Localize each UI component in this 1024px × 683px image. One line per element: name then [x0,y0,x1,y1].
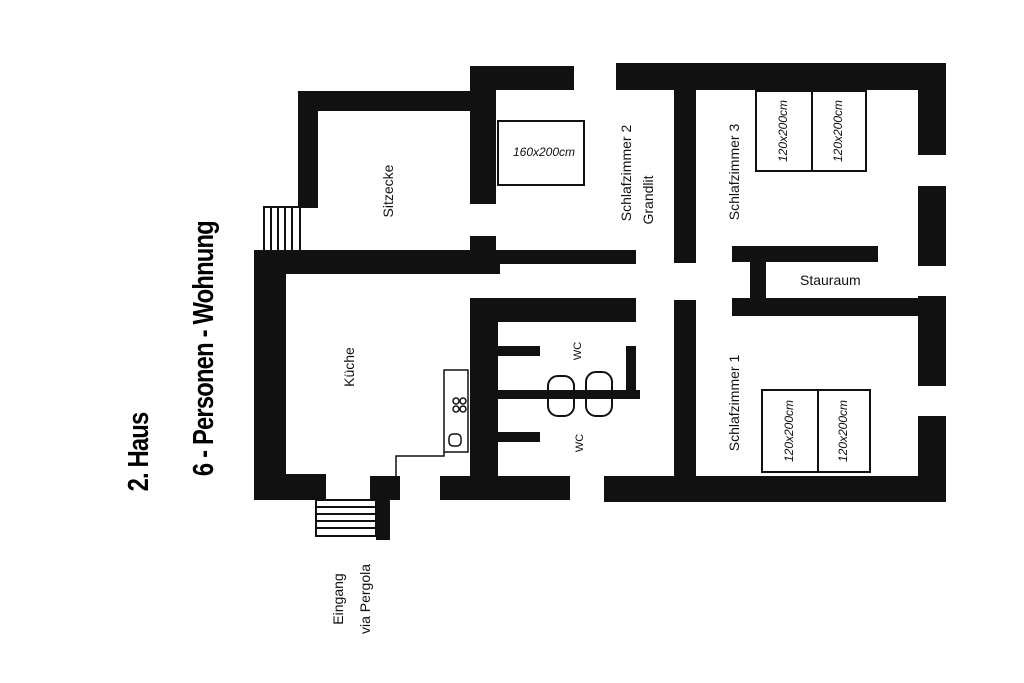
entrance-label-line-2: via Pergola [357,563,373,635]
kitchen-counter [395,369,469,476]
toilets [547,371,613,417]
room-label-kueche: Küche [341,347,357,387]
wall-stauraum-bottom [732,298,946,316]
wall-bottom-right [604,476,946,502]
room-label-sitzecke: Sitzecke [380,164,396,218]
wall-center-lower [674,300,696,476]
bed-label-sz1-a: 120x200cm [782,399,796,463]
room-label-schlafzimmer-3: Schlafzimmer 3 [726,123,742,221]
wall-wc-top [470,298,636,322]
bed-label-sz3-a: 120x200cm [776,99,790,163]
wc-stub-3 [626,346,636,390]
wall-top-right-segment [616,63,946,90]
room-label-grandlit: Grandlit [640,175,656,225]
wall-right-4 [918,416,946,502]
entrance-label-line-1: Eingang [330,573,346,625]
bed-grandlit [497,120,585,186]
wall-sitzecke-sz2 [470,66,496,204]
stairs-side [263,206,301,252]
wall-right-2 [918,186,946,266]
room-label-schlafzimmer-2: Schlafzimmer 2 [618,124,634,222]
wall-stauraum-left [750,246,766,306]
wall-kitchen-bottom-right [370,476,400,500]
wall-right-3 [918,296,946,386]
stairs-entrance [315,499,377,537]
bed-label-sz1-b: 120x200cm [836,399,850,463]
wc-stub-1 [498,346,540,356]
room-label-wc-bottom: WC [574,433,586,453]
wall-right-1 [918,63,946,155]
bed-sz3-b [811,90,867,172]
bed-label-grandlit: 160x200cm [512,145,576,159]
wall-stauraum-top [732,246,878,262]
room-label-stauraum: Stauraum [800,272,861,288]
wall-kitchen-top [254,250,500,274]
wc-stub-2 [498,432,540,442]
wc-divider [498,390,640,399]
wall-kitchen-left [254,250,286,500]
wall-hall-top [496,250,636,264]
walls [254,63,946,540]
wall-kitchen-bottom-left [254,474,326,500]
wall-sitzecke-top [298,91,470,111]
title-line-1: 2. Haus [123,412,155,492]
wall-sitzecke-left [298,91,318,208]
beds [497,90,871,473]
room-label-schlafzimmer-1: Schlafzimmer 1 [726,354,742,452]
room-label-wc-top: WC [572,341,584,361]
bed-sz1-b [817,389,871,473]
title-line-2: 6 - Personen - Wohnung [188,221,220,477]
wall-sz2-sz3 [674,63,696,263]
wall-kitchen-wc [470,298,498,500]
wall-bottom-mid [440,476,570,500]
wall-entrance-post [376,498,390,540]
bed-label-sz3-b: 120x200cm [831,99,845,163]
